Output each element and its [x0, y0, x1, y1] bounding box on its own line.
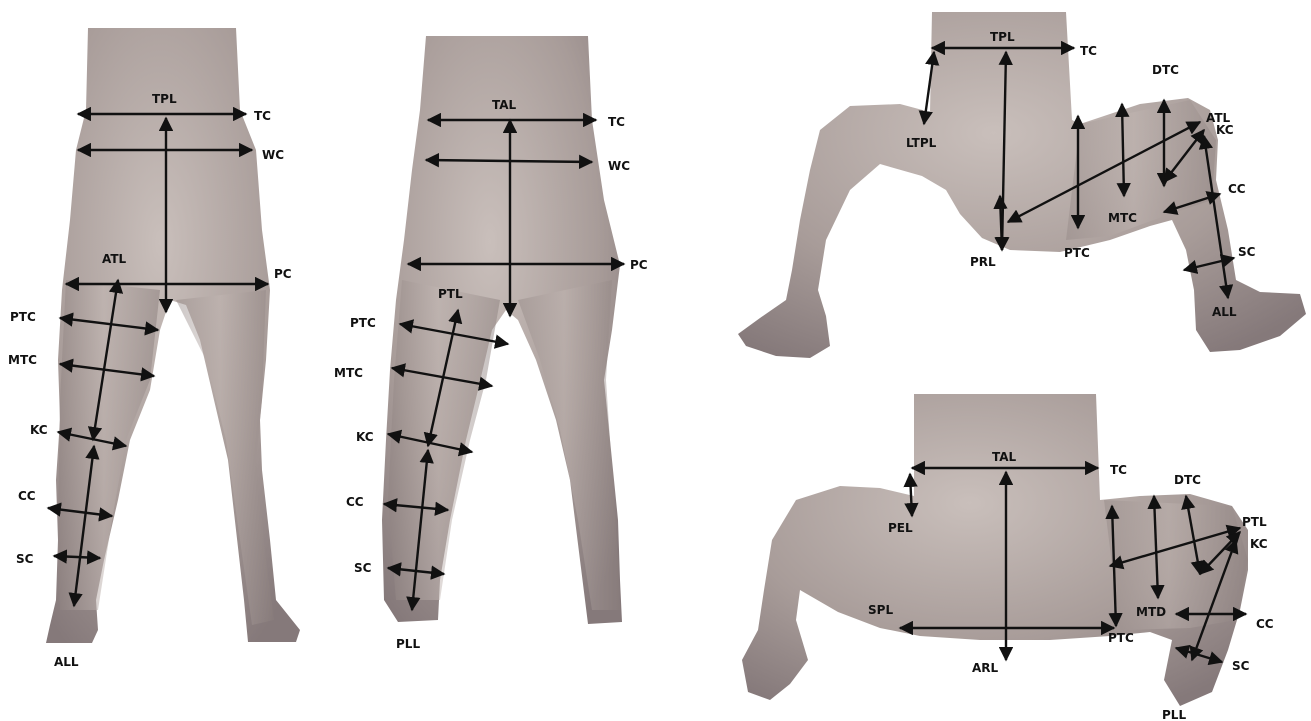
br-label-pll: PLL	[1162, 708, 1186, 721]
tr-label-ptc: PTC	[1064, 246, 1090, 260]
tr-label-prl: PRL	[970, 255, 996, 269]
br-label-tal: TAL	[992, 450, 1017, 464]
back-view-panel: TAL TC WC PC PTL PTC MTC KC CC SC PLL	[334, 36, 648, 651]
tr-label-sc: SC	[1238, 245, 1256, 259]
front-label-kc: KC	[30, 423, 48, 437]
front-label-tc: TC	[254, 109, 271, 123]
tr-label-cc: CC	[1228, 182, 1246, 196]
br-label-mtd: MTD	[1136, 605, 1166, 619]
tr-label-dtc: DTC	[1152, 63, 1179, 77]
tr-label-mtc: MTC	[1108, 211, 1137, 225]
tr-label-tpl: TPL	[990, 30, 1015, 44]
back-label-tal: TAL	[492, 98, 517, 112]
br-label-sc: SC	[1232, 659, 1250, 673]
back-body-figure	[382, 36, 622, 624]
br-label-spl: SPL	[868, 603, 893, 617]
back-label-kc: KC	[356, 430, 374, 444]
back-label-cc: CC	[346, 495, 364, 509]
front-label-ptc: PTC	[10, 310, 36, 324]
back-label-pc: PC	[630, 258, 648, 272]
front-label-tpl: TPL	[152, 92, 177, 106]
bottom-right-view-panel: TAL TC DTC PTL KC PEL MTD CC SPL PTC SC …	[742, 394, 1274, 721]
back-label-sc: SC	[354, 561, 372, 575]
bottom-right-body-figure	[742, 394, 1248, 706]
back-label-ptc: PTC	[350, 316, 376, 330]
br-label-pel: PEL	[888, 521, 913, 535]
br-label-arl: ARL	[972, 661, 999, 675]
front-label-pc: PC	[274, 267, 292, 281]
br-label-ptc: PTC	[1108, 631, 1134, 645]
br-label-dtc: DTC	[1174, 473, 1201, 487]
br-label-kc: KC	[1250, 537, 1268, 551]
br-label-cc: CC	[1256, 617, 1274, 631]
back-label-ptl: PTL	[438, 287, 463, 301]
back-label-mtc: MTC	[334, 366, 363, 380]
tr-label-kc: KC	[1216, 123, 1234, 137]
back-label-wc: WC	[608, 159, 630, 173]
front-label-all: ALL	[54, 655, 79, 669]
front-label-sc: SC	[16, 552, 34, 566]
front-label-mtc: MTC	[8, 353, 37, 367]
front-label-atl: ATL	[102, 252, 127, 266]
br-label-ptl: PTL	[1242, 515, 1267, 529]
tr-label-all: ALL	[1212, 305, 1237, 319]
front-label-wc: WC	[262, 148, 284, 162]
br-label-tc: TC	[1110, 463, 1127, 477]
top-right-view-panel: TPL TC DTC ATL KC LTPL CC MTC SC PRL PTC…	[738, 12, 1306, 358]
tr-label-tc: TC	[1080, 44, 1097, 58]
back-label-tc: TC	[608, 115, 625, 129]
front-view-panel: TPL TC WC ATL PC PTC MTC KC CC SC ALL	[8, 28, 300, 669]
tr-label-ltpl: LTPL	[906, 136, 937, 150]
front-label-cc: CC	[18, 489, 36, 503]
back-label-pll: PLL	[396, 637, 420, 651]
